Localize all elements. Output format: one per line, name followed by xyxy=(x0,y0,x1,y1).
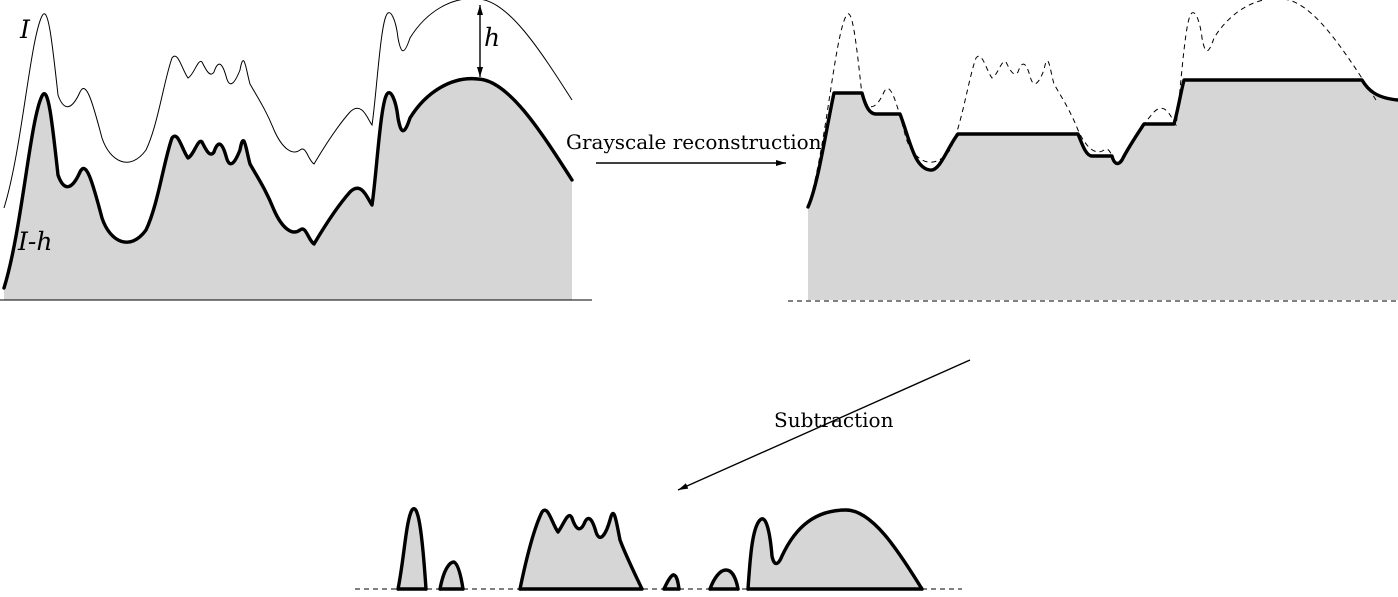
panel-original: I h I-h xyxy=(0,0,592,301)
offset-label: h xyxy=(484,23,500,52)
original-signal-label: I xyxy=(19,15,31,44)
dome-2-outline xyxy=(438,560,465,591)
shifted-signal-label: I-h xyxy=(17,227,52,256)
reconstruction-curve xyxy=(806,78,1398,209)
dome-5-outline xyxy=(708,568,740,591)
panel-reconstruction xyxy=(788,0,1398,302)
subtraction-arrow xyxy=(677,359,971,491)
dome-5 xyxy=(710,570,738,589)
dome-1-outline xyxy=(396,506,428,591)
original-signal-curve xyxy=(3,0,573,209)
step-reconstruction-label: Grayscale reconstruction xyxy=(566,130,822,154)
dome-6-outline xyxy=(746,508,924,591)
marker-dashed-curve xyxy=(807,0,1377,208)
dome-3 xyxy=(520,510,642,589)
reconstruction-area xyxy=(808,80,1398,300)
panel-domes xyxy=(355,506,962,591)
marker-area xyxy=(4,78,572,300)
shifted-signal-curve xyxy=(2,76,574,290)
step-subtraction: Subtraction xyxy=(677,359,971,491)
dome-3-outline xyxy=(518,508,644,591)
dome-4-outline xyxy=(662,573,681,591)
step-reconstruction: Grayscale reconstruction xyxy=(566,130,822,166)
step-subtraction-label: Subtraction xyxy=(774,408,894,432)
